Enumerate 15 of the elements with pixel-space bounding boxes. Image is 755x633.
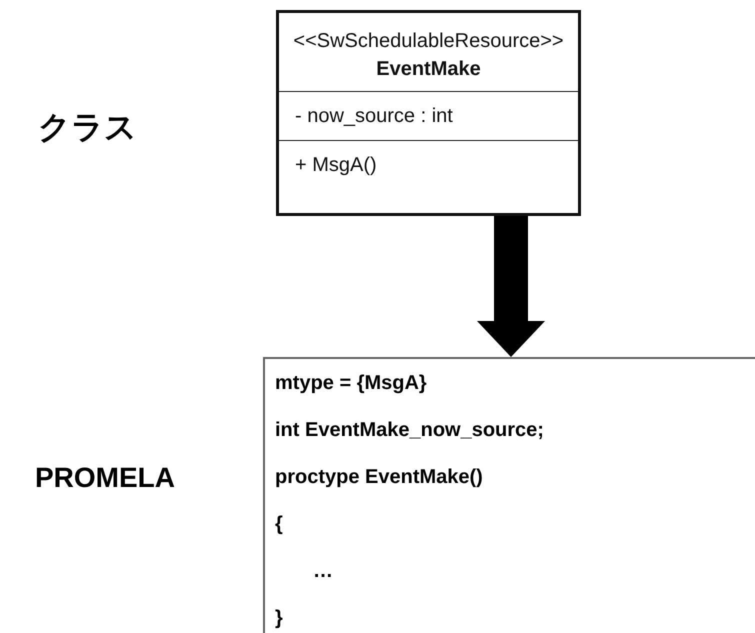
section-label: クラス [38,108,137,147]
code-line: { [275,512,284,537]
arrow [477,216,545,357]
class-name: EventMake [375,57,482,82]
attribute-text: - now_source : int [295,104,454,129]
section-label: PROMELA [35,462,175,494]
code-line: } [275,606,284,631]
code-line: int EventMake_now_source; [275,418,545,443]
class-box [276,10,581,216]
stereotype-text: <<SwSchedulableResource>> [292,29,565,54]
code-line: … [312,559,334,584]
code-box [263,357,755,633]
code-line: mtype = {MsgA} [275,371,428,396]
code-line: proctype EventMake() [275,465,484,490]
operation-text: + MsgA() [295,153,378,178]
